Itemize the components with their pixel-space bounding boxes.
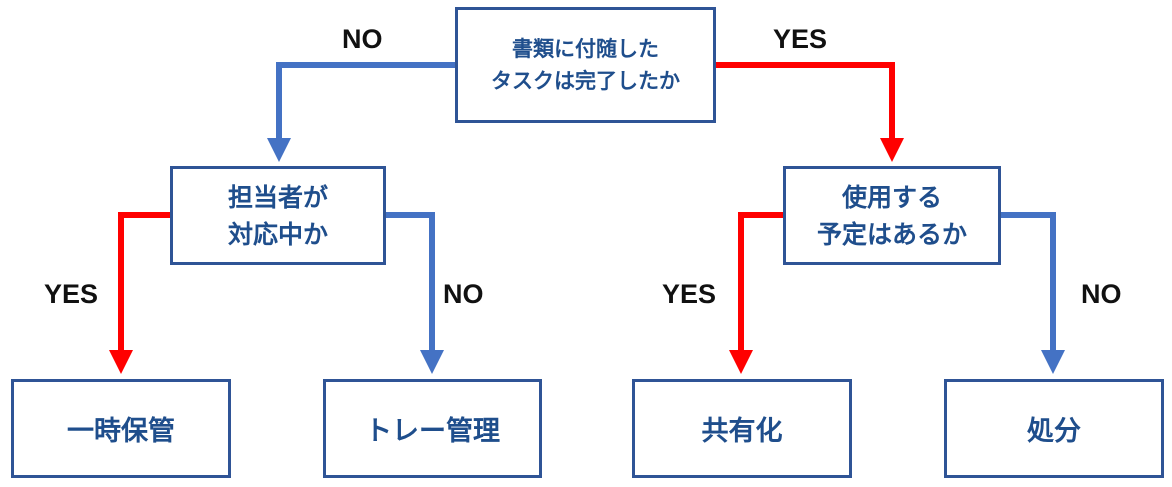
decision-handler-active: 担当者が 対応中か	[170, 166, 386, 265]
outcome-dispose: 処分	[944, 379, 1164, 478]
outcome-tray-management: トレー管理	[323, 379, 542, 478]
edge-label-root-no: NO	[342, 24, 383, 54]
decision-handler-active-label: 担当者が 対応中か	[227, 182, 328, 249]
outcome-dispose-label: 処分	[1027, 416, 1081, 447]
connector-usage-yes	[729, 212, 783, 374]
decision-planned-use: 使用する 予定はあるか	[783, 166, 1001, 265]
decision-planned-use-label: 使用する 予定はあるか	[816, 182, 967, 249]
outcome-temporary-storage: 一時保管	[11, 379, 231, 478]
edge-label-handler-yes: YES	[44, 279, 99, 309]
outcome-share-label: 共有化	[701, 416, 783, 447]
edge-label-usage-yes: YES	[662, 279, 717, 309]
edge-label-root-yes: YES	[773, 24, 828, 54]
edge-label-handler-no: NO	[443, 279, 484, 309]
connector-usage-no	[1001, 212, 1065, 374]
connector-root-no	[267, 62, 455, 162]
edge-label-usage-no: NO	[1081, 279, 1122, 309]
outcome-share: 共有化	[632, 379, 852, 478]
decision-task-complete: 書類に付随した タスクは完了したか	[455, 7, 716, 123]
connector-root-yes	[716, 62, 904, 162]
decision-task-complete-label: 書類に付随した タスクは完了したか	[491, 37, 680, 93]
outcome-temporary-storage-label: 一時保管	[67, 416, 175, 447]
connector-handler-no	[386, 212, 444, 374]
outcome-tray-management-label: トレー管理	[365, 416, 500, 447]
connector-handler-yes	[109, 212, 170, 374]
